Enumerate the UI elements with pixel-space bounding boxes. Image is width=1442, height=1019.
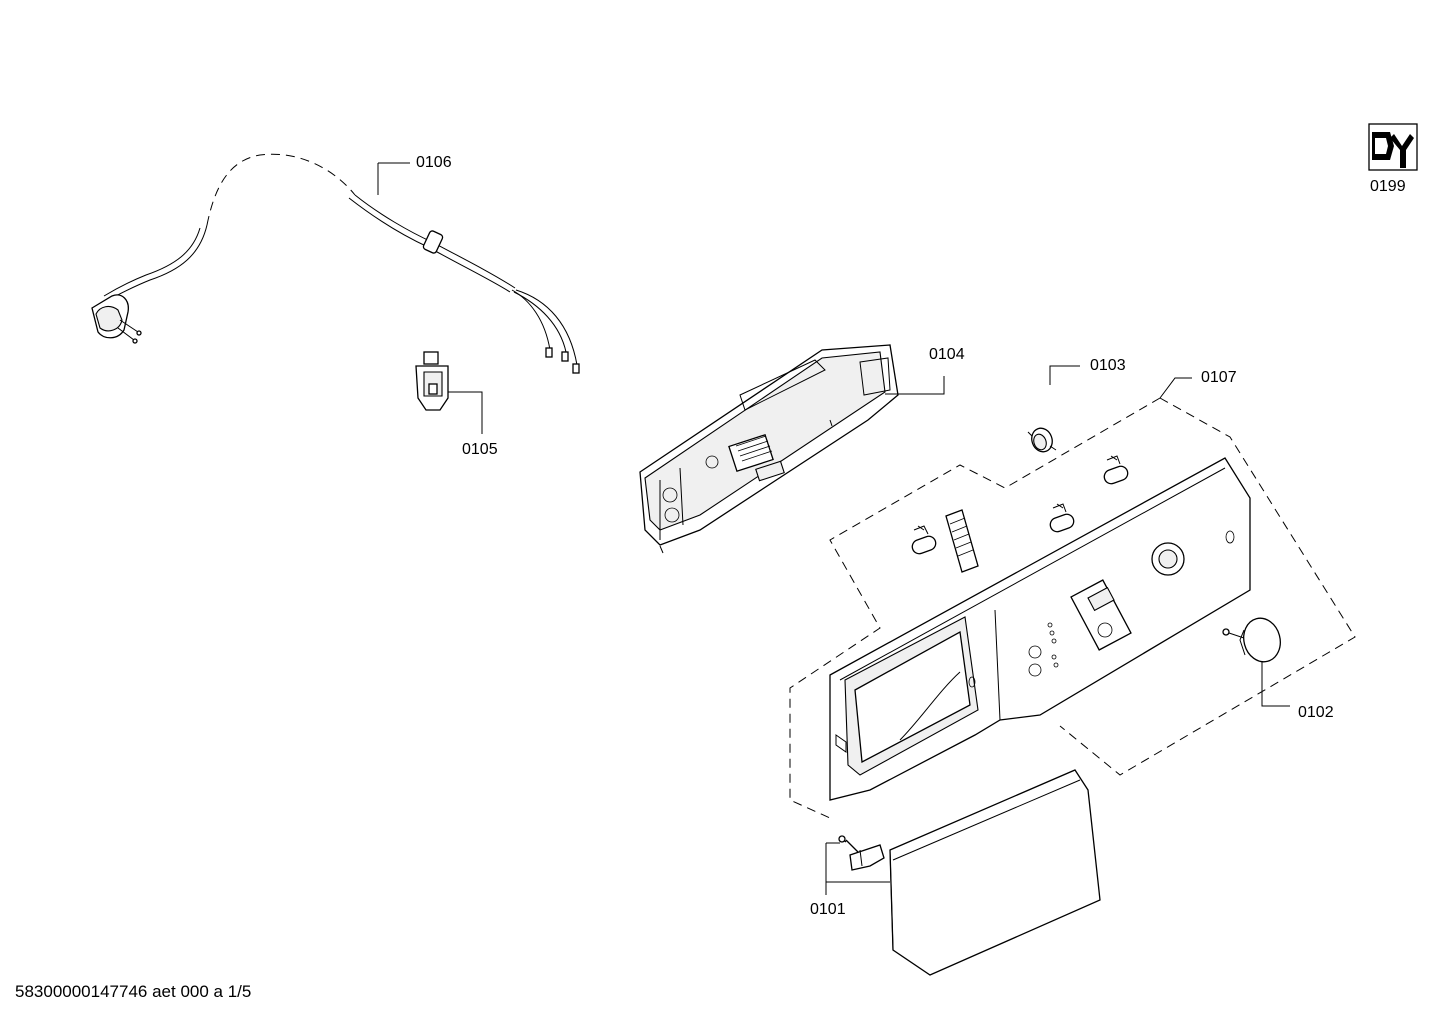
part-label-0199: 0199: [1370, 178, 1406, 195]
power-cable-drawing: [91, 153, 580, 374]
document-footer-code: 58300000147746 aet 000 a 1/5: [15, 982, 252, 1001]
service-kit-icon: [1368, 123, 1418, 171]
part-label-0105: 0105: [462, 441, 498, 458]
leader-lines: [377, 162, 1290, 895]
drawer-handle-drawing: [838, 769, 1101, 976]
selector-knob-drawing: [1222, 617, 1281, 663]
part-label-0104: 0104: [929, 346, 965, 363]
button-spring-drawing: [1027, 427, 1057, 453]
control-panel-assembly-drawing: [789, 397, 1356, 819]
part-label-0103: 0103: [1090, 357, 1126, 374]
part-label-0102: 0102: [1298, 704, 1334, 721]
electronic-module-drawing: [639, 344, 899, 554]
part-label-0106: 0106: [416, 154, 452, 171]
part-label-0107: 0107: [1201, 369, 1237, 386]
light-guide-parts: [911, 455, 1129, 573]
interference-suppressor-drawing: [415, 351, 449, 411]
part-label-0101: 0101: [810, 901, 846, 918]
